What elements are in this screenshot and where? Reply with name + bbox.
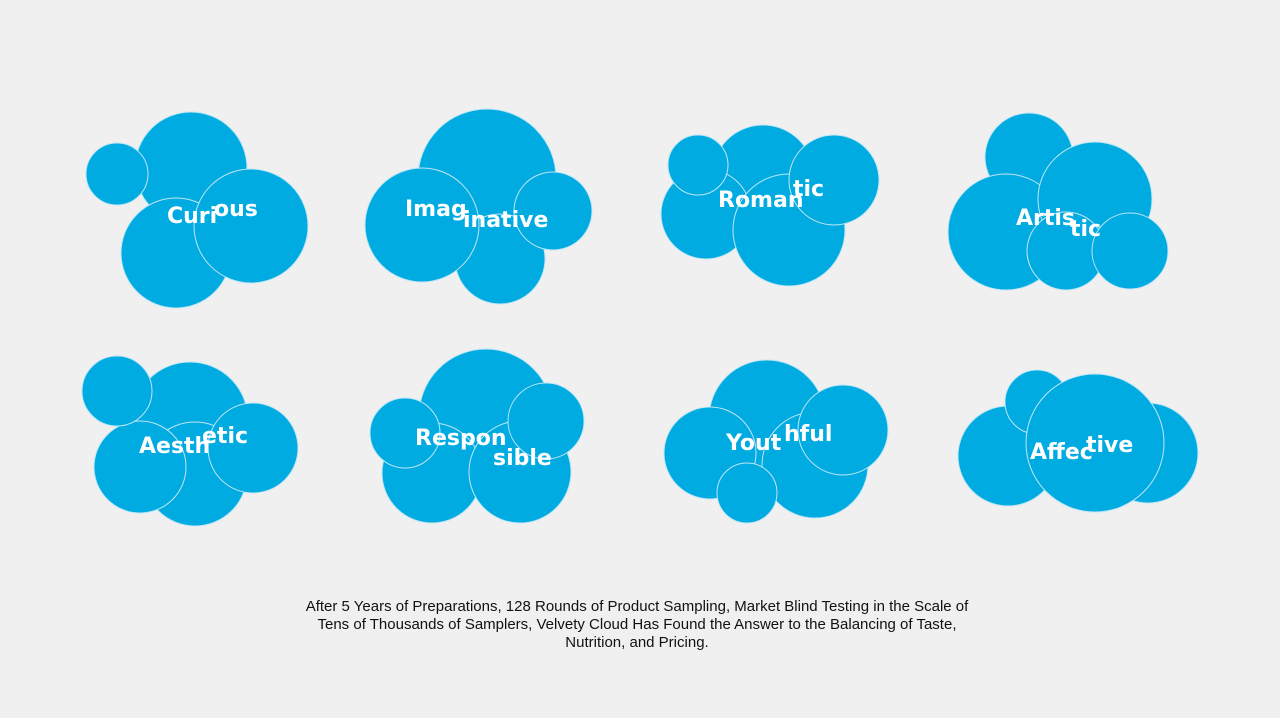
caption-line-3: Nutrition, and Pricing. [565,634,709,651]
cloud-circle [513,171,593,251]
cloud-circle [369,397,441,469]
cloud-curious: Curi ous [85,111,309,309]
cloud-circle [667,134,729,196]
caption: After 5 Years of Preparations, 128 Round… [240,598,1034,652]
cloud-word-part-1: Imag [405,197,467,222]
cloud-circle [364,167,480,283]
cloud-imaginative: Imag inative [364,108,593,305]
cloud-word-part-1: Respon [415,426,506,451]
cloud-word-part-2: hful [784,422,832,447]
cloud-circle [788,134,880,226]
cloud-word-part-1: Affec [1030,440,1093,465]
cloud-artistic: Artis tic [947,112,1169,291]
cloud-circle [1091,212,1169,290]
cloud-word-part-2: sible [493,446,552,471]
cloud-word-part-1: Artis [1016,206,1075,231]
cloud-circle [85,142,149,206]
cloud-responsible: Respon sible [369,348,585,524]
caption-line-2: Tens of Thousands of Samplers, Velvety C… [317,616,957,633]
cloud-circle [1025,373,1165,513]
cloud-circle [716,462,778,524]
cloud-circle [507,382,585,460]
cloud-word-part-2: tic [1070,217,1101,242]
cloud-circle [193,168,309,284]
cloud-circle [207,402,299,494]
cloud-word-part-1: Yout [725,431,782,456]
cloud-word-part-2: ous [214,197,258,222]
caption-line-1: After 5 Years of Preparations, 128 Round… [305,598,969,615]
cloud-aesthetic: Aesth etic [81,355,299,527]
cloud-word-part-2: inative [463,208,548,233]
cloud-word-part-1: Roman [718,188,804,213]
cloud-word-part-1: Aesth [139,434,210,459]
cloud-word-part-2: etic [202,424,248,449]
cloud-affective: Affec tive [957,369,1199,513]
cloud-romantic: Roman tic [660,124,880,287]
cloud-circle [797,384,889,476]
cloud-word-part-1: Curi [167,204,217,229]
cloud-word-part-2: tic [793,177,824,202]
cloud-youthful: Yout hful [663,359,889,524]
cloud-word-part-2: tive [1086,433,1133,458]
cloud-circle [93,420,187,514]
cloud-circle [81,355,153,427]
